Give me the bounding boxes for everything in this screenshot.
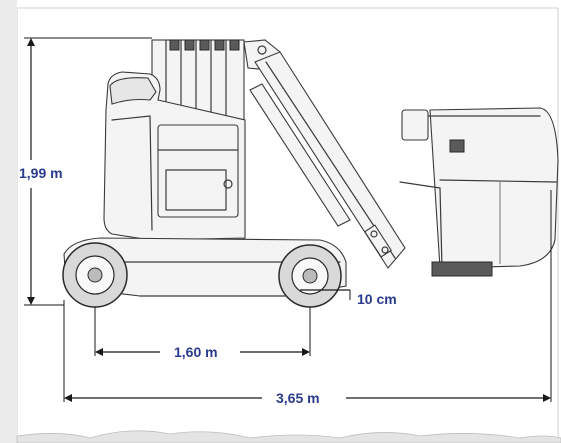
chassis-body <box>103 71 246 241</box>
wheelbase-label: 1,60 m <box>174 344 218 360</box>
work-platform-basket <box>399 107 559 277</box>
jib-cylinder <box>249 83 351 227</box>
front-wheel <box>62 242 128 308</box>
wheelbase-dimension <box>94 307 311 356</box>
length-dimension <box>63 190 552 402</box>
left-margin <box>0 0 17 443</box>
clearance-label: 10 cm <box>357 291 397 307</box>
height-label: 1,99 m <box>19 165 63 181</box>
rear-wheel <box>278 244 342 308</box>
jib-arm <box>254 51 406 269</box>
height-dimension <box>24 37 152 306</box>
clearance-dimension <box>300 289 351 300</box>
aerial-lift-illustration <box>62 39 559 308</box>
torn-bottom-edge <box>16 430 561 443</box>
length-label: 3,65 m <box>276 390 320 406</box>
